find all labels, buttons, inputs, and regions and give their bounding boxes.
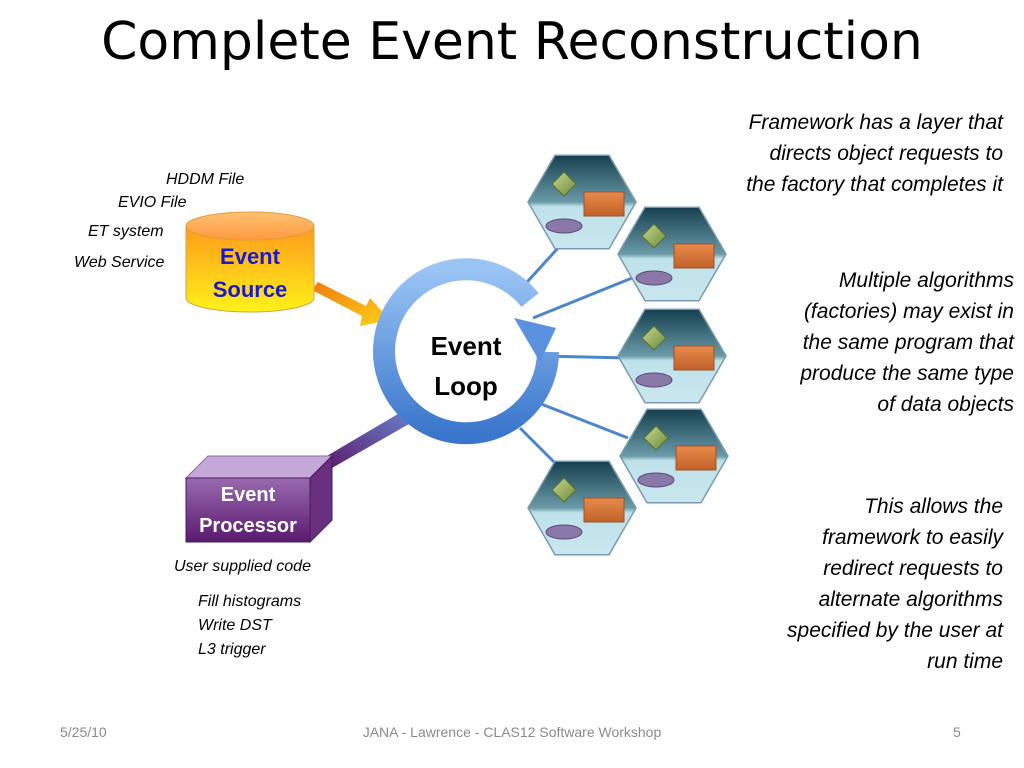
object-ellipse [635,270,673,286]
factory-hexagon [617,206,727,302]
event-processor-label: Event Processor [186,480,310,542]
note-line: framework to easily [822,526,1003,549]
source-label-web: Web Service [74,254,165,271]
object-ellipse [545,218,583,234]
event-loop-label: Event Loop [416,326,516,406]
event-loop-line1: Event [430,331,502,361]
hex-connectors [516,246,633,470]
event-processor-line2: Processor [199,515,297,537]
event-processor-box [184,454,334,544]
factory-hexagon [619,408,729,504]
processor-items: Fill histograms Write DST L3 trigger [198,590,301,662]
source-label-evio: EVIO File [118,194,187,211]
note-line: alternate algorithms [818,588,1003,611]
note-multiple: Multiple algorithms (factories) may exis… [800,265,1014,420]
note-line: produce the same type [800,362,1014,385]
note-line: (factories) may exist in [803,300,1014,323]
processor-caption: User supplied code [174,558,311,575]
event-source-line1: Event [220,244,280,269]
footer-center: JANA - Lawrence - CLAS12 Software Worksh… [362,724,662,740]
event-loop-ring [373,258,559,445]
note-line: run time [927,650,1003,673]
processor-item: Write DST [198,617,272,634]
factory-hexagon [617,308,727,404]
object-rect [675,445,717,471]
diamond-shape [551,477,577,503]
diamond-shape [551,171,577,197]
note-line: This allows the [864,495,1003,518]
diamond-shape [641,223,667,249]
object-rect [673,243,715,269]
diamond-shape [641,325,667,351]
note-line: Multiple algorithms [838,269,1014,292]
event-processor-line1: Event [220,484,276,506]
note-line: redirect requests to [823,557,1003,580]
connector-line [535,400,629,440]
factory-hexagon [527,460,637,556]
note-line: specified by the user at [787,619,1003,642]
event-source-cylinder [185,211,315,313]
footer-date: 5/25/10 [60,724,107,740]
event-source-label: Event Source [186,240,314,306]
event-source-line2: Source [212,277,288,302]
object-rect [583,497,625,523]
note-line: the same program that [802,331,1014,354]
source-label-et: ET system [88,223,164,240]
slide-title: Complete Event Reconstruction [101,12,923,72]
processor-connector [320,408,416,468]
note-line: of data objects [877,393,1014,416]
factory-hexagon [527,154,637,250]
connector-line [532,276,633,320]
connector-line [518,426,562,470]
processor-item: Fill histograms [198,593,302,610]
note-line: Framework has a layer that [748,111,1003,134]
factory-hexagons [527,154,729,556]
object-rect [673,345,715,371]
object-ellipse [635,372,673,388]
note-framework: Framework has a layer that directs objec… [746,107,1003,200]
note-redirect: This allows the framework to easily redi… [787,491,1003,677]
event-loop-line2: Loop [434,371,498,401]
note-line: directs object requests to [769,142,1003,165]
processor-item: L3 trigger [198,641,266,658]
object-ellipse [545,524,583,540]
object-ellipse [637,472,675,488]
diamond-shape [643,425,669,451]
footer-page-number: 5 [953,724,961,740]
note-line: the factory that completes it [746,173,1003,196]
object-rect [583,191,625,217]
source-arrow [312,282,390,326]
source-label-hddm: HDDM File [166,171,245,188]
